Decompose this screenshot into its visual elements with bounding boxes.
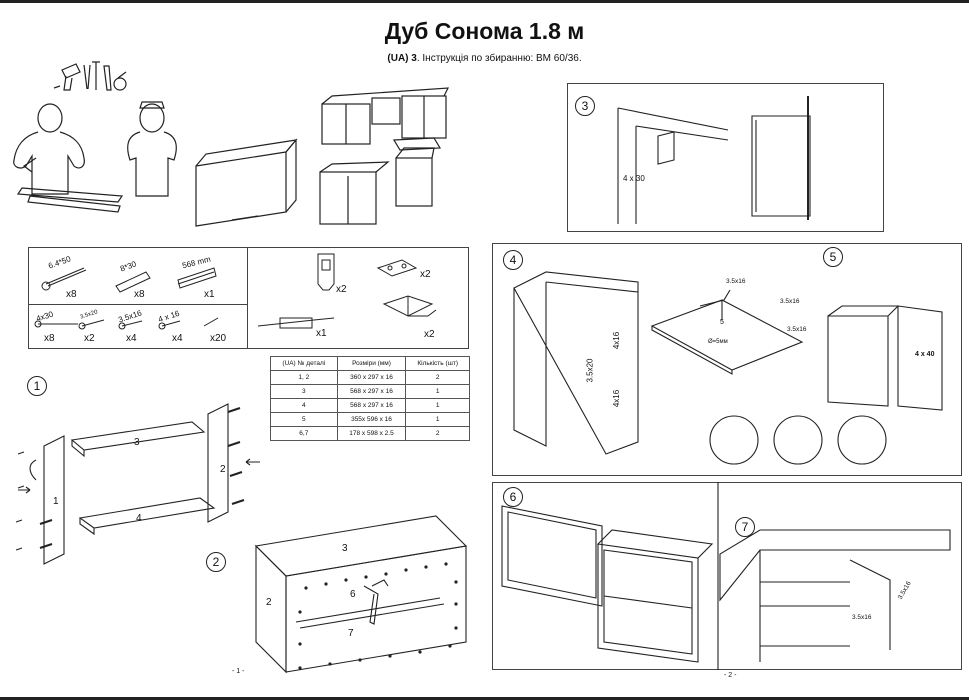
s5-part: 5 <box>720 319 724 326</box>
s5-drill: Ø=5мм <box>708 339 728 345</box>
screw-qty-3: x4 <box>172 333 183 344</box>
step-6-number: 6 <box>503 487 523 507</box>
screw-qty-4: x20 <box>210 333 227 344</box>
s2-front <box>285 545 467 673</box>
subtitle-text: . Інструкція по збиранню: ВМ 60/36. <box>416 53 582 64</box>
person-left-icon <box>13 103 85 195</box>
s5-label-b: 3.5x16 <box>780 298 800 305</box>
boards-icon <box>16 187 124 213</box>
parts-table: (UA) № деталі Розміри (мм) Кількість (шт… <box>270 356 470 441</box>
step-7-number: 7 <box>735 517 755 537</box>
person-right-icon <box>127 101 177 197</box>
step-1-number: 1 <box>27 376 47 396</box>
s1-part-4: 4 <box>136 513 142 524</box>
screw-35x20-icon <box>81 319 105 327</box>
hinge-plate-icon <box>376 259 418 277</box>
s5-screw: 4 x 40 <box>915 351 935 358</box>
bracket-icon <box>657 131 675 165</box>
hw-qty-1: x8 <box>134 289 145 300</box>
table-cell: 2 <box>405 426 470 441</box>
s5-label-c: 3.5x16 <box>787 326 807 333</box>
hinge-plate-qty: x2 <box>420 269 431 280</box>
s2-part-6: 6 <box>350 589 356 600</box>
hammer-icon <box>363 585 379 625</box>
s2-part-7: 7 <box>348 628 354 639</box>
step-4-5-box <box>492 243 962 476</box>
panel-3 <box>70 421 206 458</box>
s2-part-3: 3 <box>342 543 348 554</box>
gas-lift-icon <box>257 317 335 327</box>
s1-part-3: 3 <box>134 437 140 448</box>
panel-1 <box>43 435 65 565</box>
bar-icon <box>177 267 217 289</box>
step-6-7-box <box>492 482 962 670</box>
page-subtitle: (UA) 3. Інструкція по збиранню: ВМ 60/36… <box>0 53 969 64</box>
table-cell: 360 x 297 x 16 <box>336 370 407 385</box>
gas-lift-qty: x1 <box>316 328 327 339</box>
tools-icon <box>53 61 127 91</box>
hinge-icon <box>382 295 437 317</box>
step-5-number: 5 <box>823 247 843 267</box>
hw-qty-2: x1 <box>204 289 215 300</box>
screw-qty-0: x8 <box>44 333 55 344</box>
parts-table-header: (UA) № деталі Розміри (мм) Кількість (шт… <box>270 356 470 371</box>
page-number-2: - 2 - <box>724 672 737 679</box>
bolt-icon <box>45 267 87 287</box>
s1-part-2: 2 <box>220 464 226 475</box>
screw-qty-1: x2 <box>84 333 95 344</box>
page-title: Дуб Сонома 1.8 м <box>384 18 585 44</box>
hardware-divider-v <box>247 247 248 349</box>
subtitle-step: 3 <box>411 53 417 64</box>
hardware-divider-h <box>28 304 248 305</box>
panel-4 <box>78 497 216 536</box>
handle-qty: x2 <box>336 284 347 295</box>
table-cell: 1 <box>405 384 470 399</box>
table-cell: 178 x 598 x 2.5 <box>336 426 407 441</box>
hinge-qty: x2 <box>424 329 435 340</box>
dowel-icon <box>115 271 151 293</box>
s2-part-2: 2 <box>266 597 272 608</box>
screw-qty-2: x4 <box>126 333 137 344</box>
panel-2 <box>207 403 229 523</box>
page-number-1: - 1 - <box>232 668 245 675</box>
hw-qty-0: x8 <box>66 289 77 300</box>
handle-icon <box>317 253 335 291</box>
s7-label-b: 3.5x16 <box>852 614 872 621</box>
cabinet-drawing <box>195 138 298 227</box>
subtitle-lang: (UA) <box>387 53 409 64</box>
step-3-box <box>567 83 884 232</box>
nail-icon <box>203 317 219 327</box>
step-3-screw: 4 x 30 <box>623 174 645 183</box>
s1-part-1: 1 <box>53 496 59 507</box>
kitchen-set-drawing <box>319 87 450 225</box>
hardware-box <box>28 247 469 349</box>
step-3-number: 3 <box>575 96 595 116</box>
step-2-number: 2 <box>206 552 226 572</box>
step-4-number: 4 <box>503 250 523 270</box>
s5-label-a: 3.5x16 <box>726 278 746 285</box>
